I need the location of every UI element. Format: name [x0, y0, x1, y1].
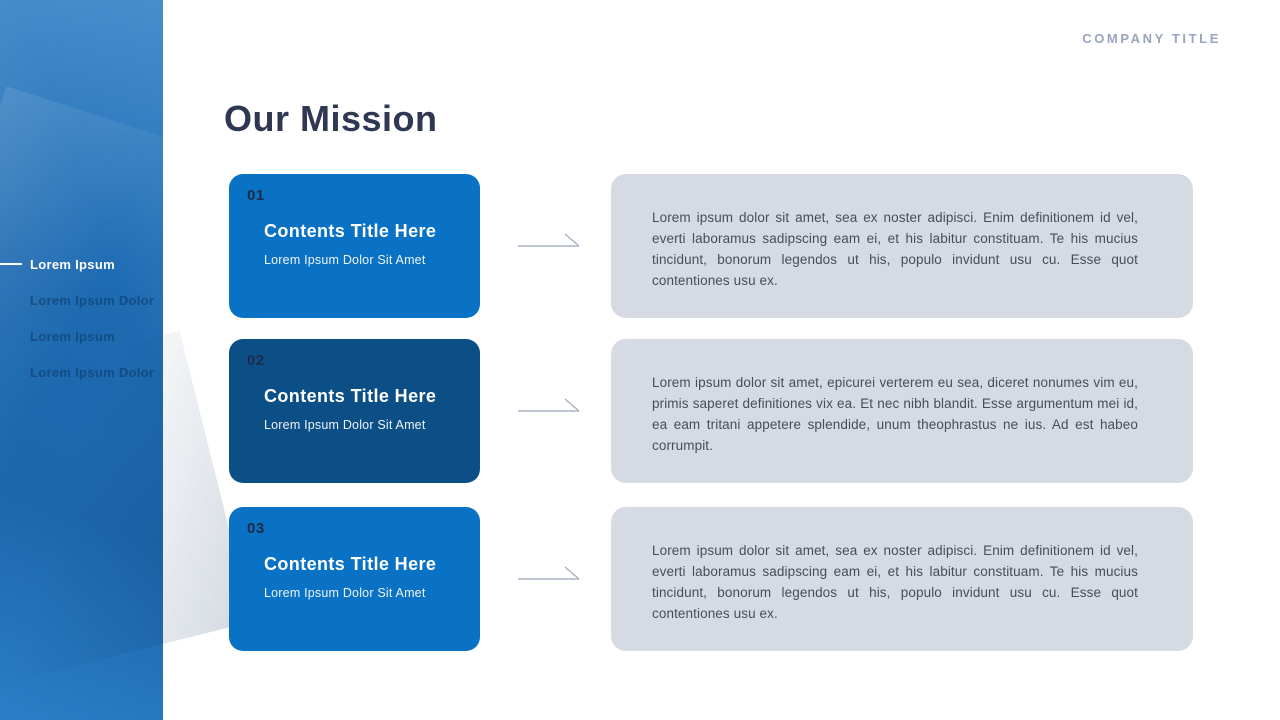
- card-title: Contents Title Here: [264, 386, 437, 406]
- content-card-1: 01 Contents Title Here Lorem Ipsum Dolor…: [229, 174, 480, 318]
- sidebar-item-label: Lorem Ipsum Dolor: [30, 364, 155, 380]
- page-title: Our Mission: [224, 98, 438, 139]
- arrow-icon: [518, 398, 580, 412]
- sidebar-item-label: Lorem Ipsum Dolor: [30, 292, 155, 308]
- card-title: Contents Title Here: [264, 221, 437, 241]
- step-number: 01: [247, 187, 265, 204]
- sidebar-item-lorem-ipsum-dolor-2[interactable]: Lorem Ipsum Dolor: [0, 354, 163, 390]
- mission-row-1: 01 Contents Title Here Lorem Ipsum Dolor…: [0, 174, 1280, 318]
- sidebar-item-lorem-ipsum-1[interactable]: Lorem Ipsum: [0, 246, 163, 282]
- card-title: Contents Title Here: [264, 554, 437, 574]
- card-subtitle: Lorem Ipsum Dolor Sit Amet: [264, 253, 426, 267]
- sidebar: Lorem Ipsum Lorem Ipsum Dolor Lorem Ipsu…: [0, 0, 163, 720]
- sidebar-nav: Lorem Ipsum Lorem Ipsum Dolor Lorem Ipsu…: [0, 246, 163, 390]
- card-subtitle: Lorem Ipsum Dolor Sit Amet: [264, 586, 426, 600]
- sidebar-item-lorem-ipsum-2[interactable]: Lorem Ipsum: [0, 318, 163, 354]
- arrow-icon: [518, 566, 580, 580]
- sidebar-item-lorem-ipsum-dolor-1[interactable]: Lorem Ipsum Dolor: [0, 282, 163, 318]
- arrow-icon: [518, 233, 580, 247]
- content-card-3: 03 Contents Title Here Lorem Ipsum Dolor…: [229, 507, 480, 651]
- description-box-2: Lorem ipsum dolor sit amet, epicurei ver…: [611, 339, 1193, 483]
- active-indicator-line: [0, 263, 22, 265]
- sidebar-item-label: Lorem Ipsum: [30, 328, 115, 344]
- sidebar-item-label: Lorem Ipsum: [30, 256, 115, 272]
- card-subtitle: Lorem Ipsum Dolor Sit Amet: [264, 418, 426, 432]
- company-title: COMPANY TITLE: [1082, 31, 1221, 46]
- mission-row-2: 02 Contents Title Here Lorem Ipsum Dolor…: [0, 339, 1280, 483]
- description-box-3: Lorem ipsum dolor sit amet, sea ex noste…: [611, 507, 1193, 651]
- mission-row-3: 03 Contents Title Here Lorem Ipsum Dolor…: [0, 507, 1280, 651]
- step-number: 02: [247, 352, 265, 369]
- description-box-1: Lorem ipsum dolor sit amet, sea ex noste…: [611, 174, 1193, 318]
- step-number: 03: [247, 520, 265, 537]
- content-card-2: 02 Contents Title Here Lorem Ipsum Dolor…: [229, 339, 480, 483]
